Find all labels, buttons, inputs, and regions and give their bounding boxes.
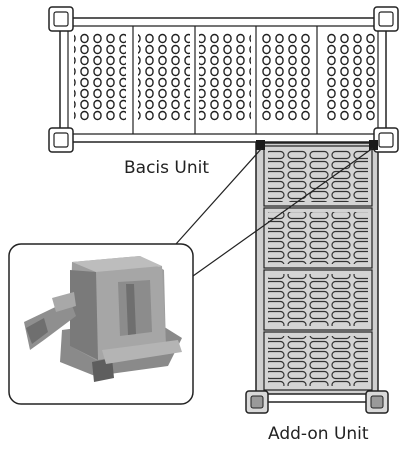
basic-foot-top-left <box>48 6 74 32</box>
addon-panel-3-slots <box>268 274 368 326</box>
addon-foot-left <box>245 390 269 414</box>
callout-line-lower <box>192 147 374 277</box>
basic-panel-4-holes <box>260 33 312 121</box>
addon-panel-1-slots <box>268 150 368 202</box>
connector-block-left <box>256 140 265 150</box>
basic-unit-label: Bacis Unit <box>124 158 210 178</box>
basic-foot-bottom-right <box>373 127 399 153</box>
addon-unit-label: Add-on Unit <box>268 424 369 444</box>
addon-bottom-rail <box>255 393 379 403</box>
addon-foot-right <box>365 390 389 414</box>
basic-panel-1-holes <box>74 33 126 121</box>
addon-panel-4-slots <box>268 336 368 386</box>
callout-line-upper <box>175 147 263 245</box>
addon-panel-2-slots <box>268 212 368 264</box>
basic-panel-5-holes <box>323 33 375 121</box>
basic-unit <box>48 6 399 153</box>
addon-unit <box>245 142 389 414</box>
basic-panel-2-holes <box>138 33 190 121</box>
connector-part-image <box>24 256 182 382</box>
basic-panel-3-holes <box>199 33 251 121</box>
connector-block-right <box>369 140 378 150</box>
basic-foot-top-right <box>373 6 399 32</box>
basic-foot-bottom-left <box>48 127 74 153</box>
connector-photo-callout <box>8 243 194 405</box>
